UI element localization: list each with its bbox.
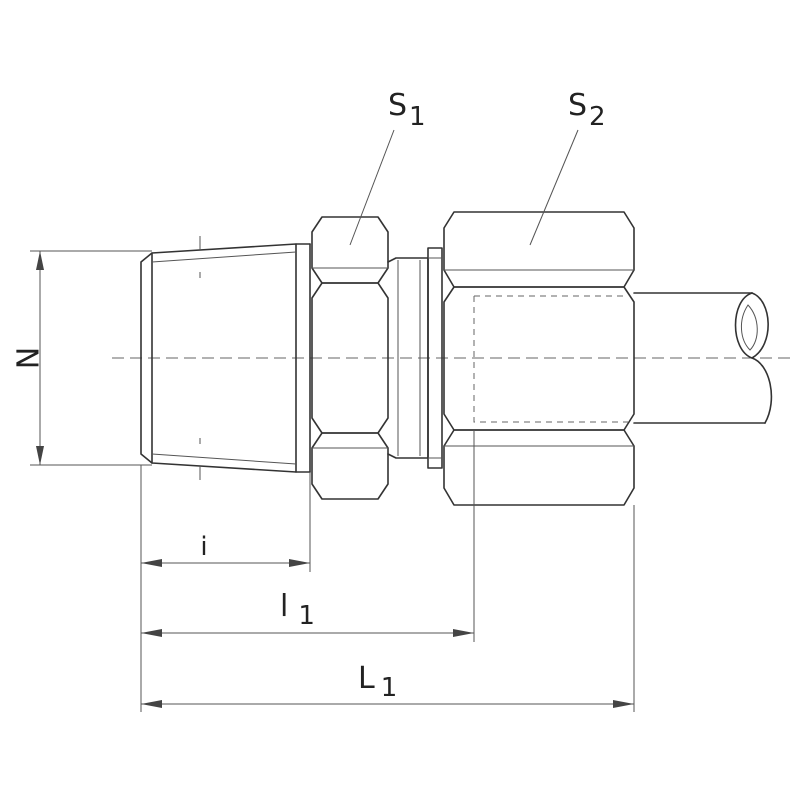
tube	[633, 292, 773, 424]
dimension-L1	[141, 700, 634, 708]
dimension-i	[141, 559, 310, 567]
label-n: N	[12, 347, 47, 369]
hex-nut-s1	[311, 216, 389, 500]
dimension-n	[36, 251, 44, 465]
union-nut-s2	[443, 211, 635, 506]
leader-s1	[349, 129, 395, 246]
leader-s2	[529, 129, 579, 246]
dimension-l1	[141, 629, 474, 637]
threaded-end	[140, 236, 311, 480]
label-i: i	[200, 532, 207, 562]
neck-section	[387, 247, 443, 469]
extension-lines	[30, 250, 635, 712]
label-s2: S2	[568, 88, 606, 132]
label-s1: S1	[388, 88, 426, 132]
